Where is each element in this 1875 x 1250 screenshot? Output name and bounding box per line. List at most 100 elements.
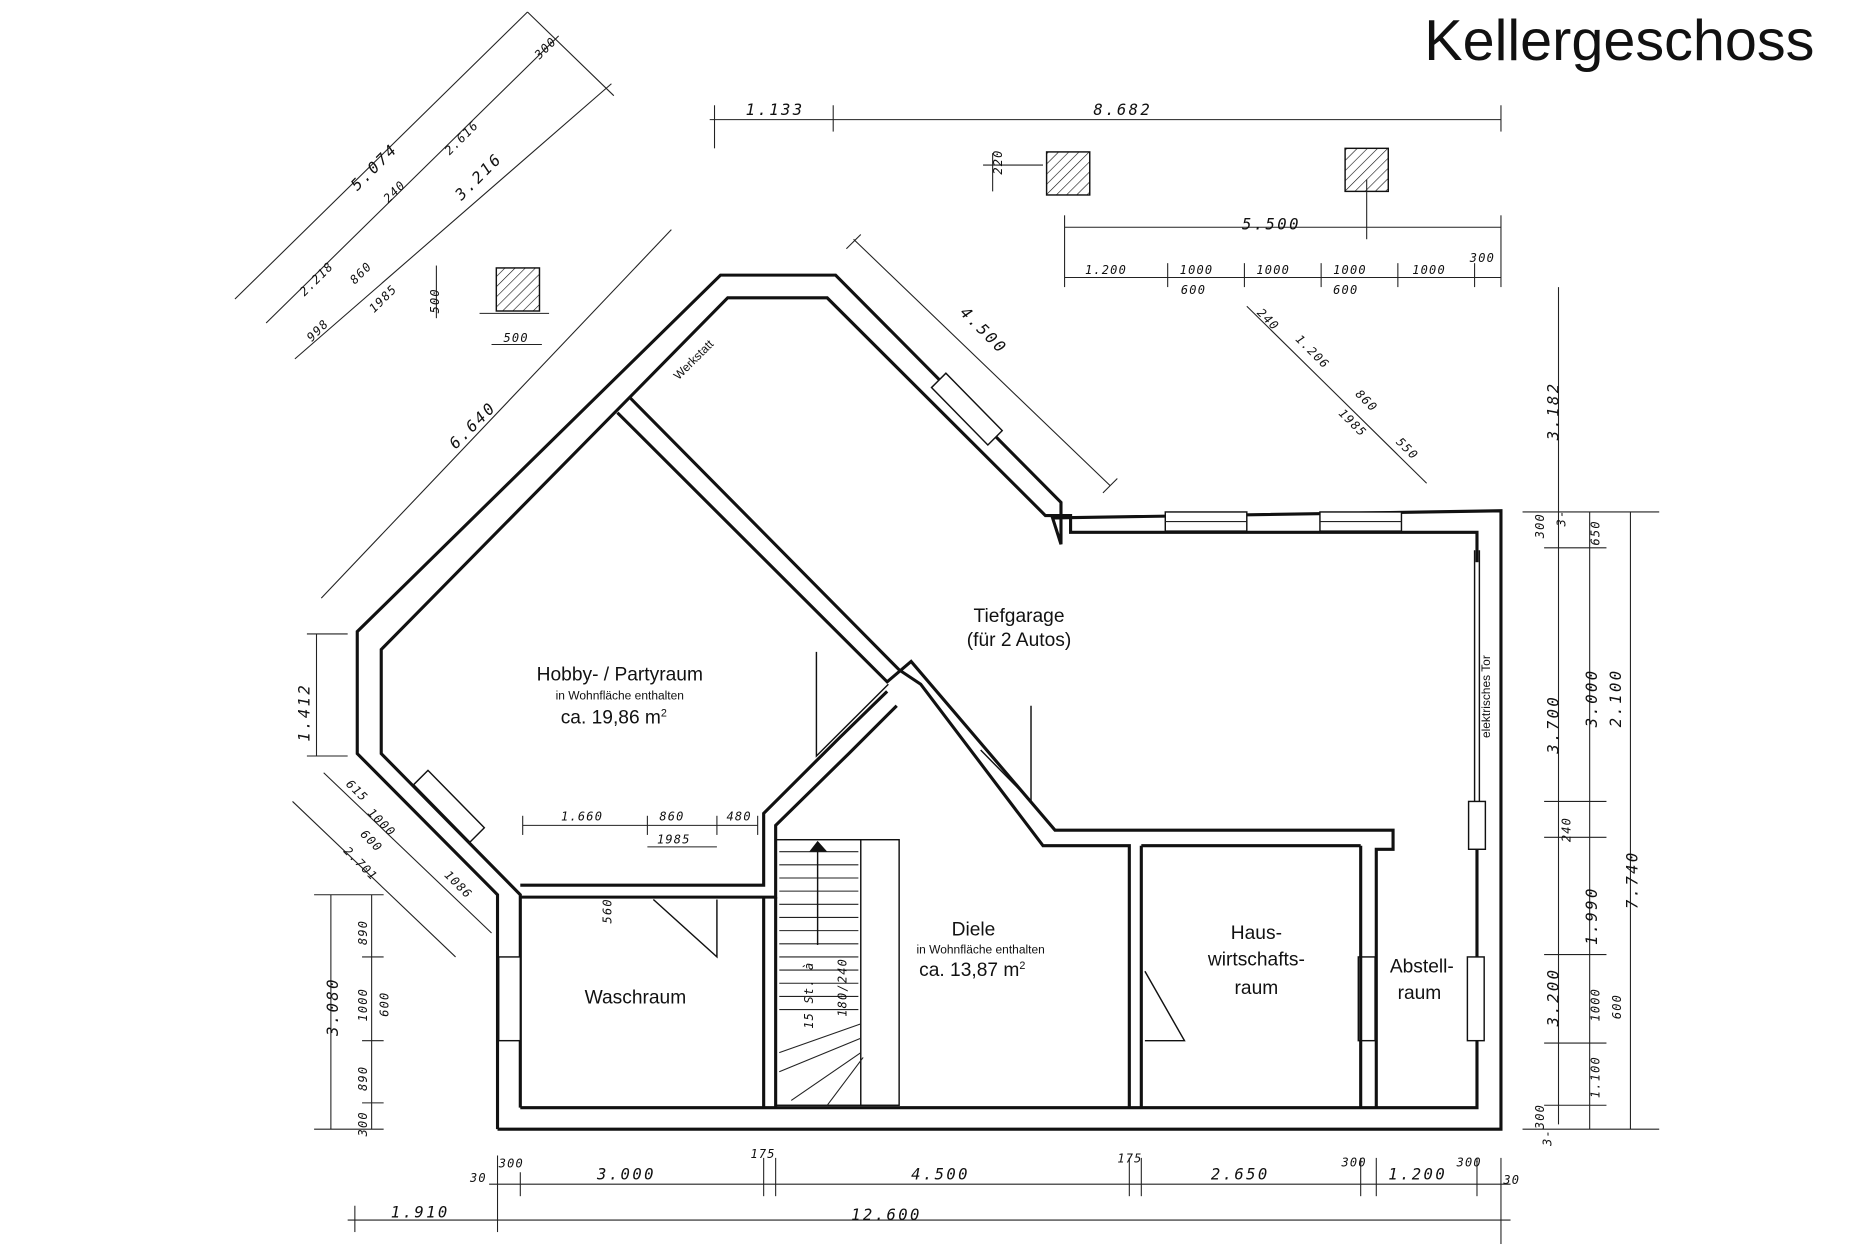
dim-860-r: 860 bbox=[1353, 387, 1381, 415]
stairs-ratio: 180/240 bbox=[835, 958, 849, 1017]
stair-winder bbox=[790, 1052, 862, 1101]
dim-600b: 600 bbox=[1333, 283, 1358, 297]
room-diele-area-value: ca. 13,87 m bbox=[919, 960, 1019, 981]
dim-240-right: 240 bbox=[1559, 817, 1573, 842]
dim-1412: 1.412 bbox=[295, 683, 313, 742]
dim-3000-b: 3.000 bbox=[596, 1165, 656, 1183]
dim-480: 480 bbox=[727, 810, 752, 824]
stairs-steps: 15 St. à bbox=[802, 962, 816, 1029]
dim-3200: 3.200 bbox=[1544, 968, 1562, 1028]
room-garage-sub: (für 2 Autos) bbox=[967, 630, 1071, 651]
room-hobby-area: ca. 19,86 m2 bbox=[561, 708, 667, 729]
dim-890b: 890 bbox=[356, 1066, 370, 1091]
room-haus-line2: wirtschafts- bbox=[1207, 949, 1305, 970]
dim-1000d: 1000 bbox=[1412, 263, 1446, 277]
dim-3216: 3.216 bbox=[451, 150, 506, 205]
dim-300a: 300 bbox=[498, 1156, 524, 1170]
room-diele-area: ca. 13,87 m2 bbox=[919, 960, 1025, 981]
dim-8682: 8.682 bbox=[1093, 101, 1152, 119]
dim-300-top: 300 bbox=[1469, 251, 1495, 265]
room-diele-note: in Wohnfläche enthalten bbox=[916, 942, 1044, 956]
dim-175b: 175 bbox=[1117, 1152, 1142, 1166]
dim-3700: 3.700 bbox=[1544, 695, 1562, 755]
garage-door-label: elektrisches Tor bbox=[1479, 655, 1493, 738]
dim-240-diag: 240 bbox=[381, 178, 409, 206]
windows bbox=[412, 372, 1487, 1042]
room-wasch-name: Waschraum bbox=[585, 988, 687, 1009]
dim-1100: 1.100 bbox=[1588, 1056, 1602, 1098]
dim-1000a: 1000 bbox=[1180, 263, 1214, 277]
plan-title: Kellergeschoss bbox=[1424, 9, 1814, 73]
dim-600a: 600 bbox=[1181, 283, 1206, 297]
dim-3-right-b: 3- bbox=[1540, 1129, 1554, 1147]
dimension-lines bbox=[234, 11, 1660, 1245]
dim-650: 650 bbox=[1588, 520, 1602, 545]
dim-500-pillar-v: 500 bbox=[428, 288, 442, 313]
dim-300b: 300 bbox=[1341, 1155, 1367, 1169]
room-labels: Hobby- / Partyraum in Wohnfläche enthalt… bbox=[537, 337, 1493, 1009]
dim-300c: 300 bbox=[1456, 1155, 1482, 1169]
dim-220: 220 bbox=[991, 149, 1005, 174]
room-diele-name: Diele bbox=[952, 919, 996, 940]
dim-2650: 2.650 bbox=[1211, 1165, 1270, 1183]
dim-1985-in: 1985 bbox=[657, 832, 691, 846]
dim-3-right: 3- bbox=[1555, 510, 1569, 528]
stair-winder bbox=[826, 1057, 864, 1106]
dim-5500: 5.500 bbox=[1242, 216, 1301, 234]
dim-615: 615 bbox=[343, 777, 371, 805]
room-hobby-area-sup: 2 bbox=[661, 708, 667, 720]
room-abstell-line1: Abstell- bbox=[1390, 957, 1454, 978]
dim-175a: 175 bbox=[750, 1147, 775, 1161]
outer-walls bbox=[355, 273, 1503, 1131]
dim-300-left: 300 bbox=[356, 1111, 370, 1137]
dim-500-pillar-h: 500 bbox=[504, 331, 529, 345]
dim-1000b: 1000 bbox=[1256, 263, 1290, 277]
room-hobby-note: in Wohnfläche enthalten bbox=[556, 689, 684, 703]
dim-998: 998 bbox=[304, 317, 332, 345]
room-diele-area-sup: 2 bbox=[1019, 960, 1025, 972]
dim-860-diag: 860 bbox=[347, 259, 375, 287]
dim-1000c: 1000 bbox=[1333, 263, 1367, 277]
dim-1200-b: 1.200 bbox=[1388, 1165, 1447, 1183]
dim-1000-right: 1000 bbox=[1588, 988, 1602, 1022]
staircase bbox=[774, 838, 900, 1106]
interior-walls bbox=[520, 397, 1395, 1108]
dim-4500-diag: 4.500 bbox=[956, 304, 1010, 358]
dim-2100: 2.100 bbox=[1607, 669, 1625, 728]
dim-550: 550 bbox=[1393, 435, 1421, 463]
room-abstell-line2: raum bbox=[1398, 983, 1442, 1004]
dim-890a: 890 bbox=[356, 920, 370, 945]
dim-600-left: 600 bbox=[377, 992, 391, 1017]
dim-12600: 12.600 bbox=[851, 1206, 922, 1224]
room-garage-name: Tiefgarage bbox=[974, 606, 1065, 627]
room-haus-line1: Haus- bbox=[1231, 923, 1282, 944]
dim-3080: 3.080 bbox=[324, 977, 342, 1037]
dim-4500-b: 4.500 bbox=[911, 1165, 970, 1183]
dim-1200: 1.200 bbox=[1085, 263, 1127, 277]
dim-300-right: 300 bbox=[1533, 513, 1547, 539]
dim-1990: 1.990 bbox=[1583, 886, 1601, 945]
dim-1660: 1.660 bbox=[561, 810, 603, 824]
dim-1910: 1.910 bbox=[391, 1204, 450, 1222]
room-hobby-name: Hobby- / Partyraum bbox=[537, 665, 703, 686]
dim-30b: 30 bbox=[1502, 1173, 1520, 1187]
dim-1086: 1086 bbox=[441, 868, 475, 902]
dim-6640: 6.640 bbox=[446, 398, 500, 452]
stair-winder bbox=[779, 1023, 861, 1054]
dim-1206: 1.206 bbox=[1293, 332, 1333, 372]
dim-300-right-b: 300 bbox=[1533, 1104, 1547, 1130]
dim-2616: 2.616 bbox=[442, 118, 482, 158]
room-haus-line3: raum bbox=[1235, 978, 1279, 999]
dim-3000: 3.000 bbox=[1583, 669, 1601, 729]
dim-600-right: 600 bbox=[1610, 994, 1624, 1019]
dim-560: 560 bbox=[600, 898, 614, 923]
pillars bbox=[495, 147, 1389, 312]
dim-2218: 2.218 bbox=[297, 259, 337, 299]
room-hobby-area-value: ca. 19,86 m bbox=[561, 708, 661, 729]
dim-240-r: 240 bbox=[1254, 306, 1282, 334]
dim-860-in: 860 bbox=[659, 810, 684, 824]
dim-1133: 1.133 bbox=[746, 101, 805, 119]
dim-1985-diag: 1985 bbox=[366, 282, 400, 316]
dim-30a: 30 bbox=[469, 1171, 487, 1185]
